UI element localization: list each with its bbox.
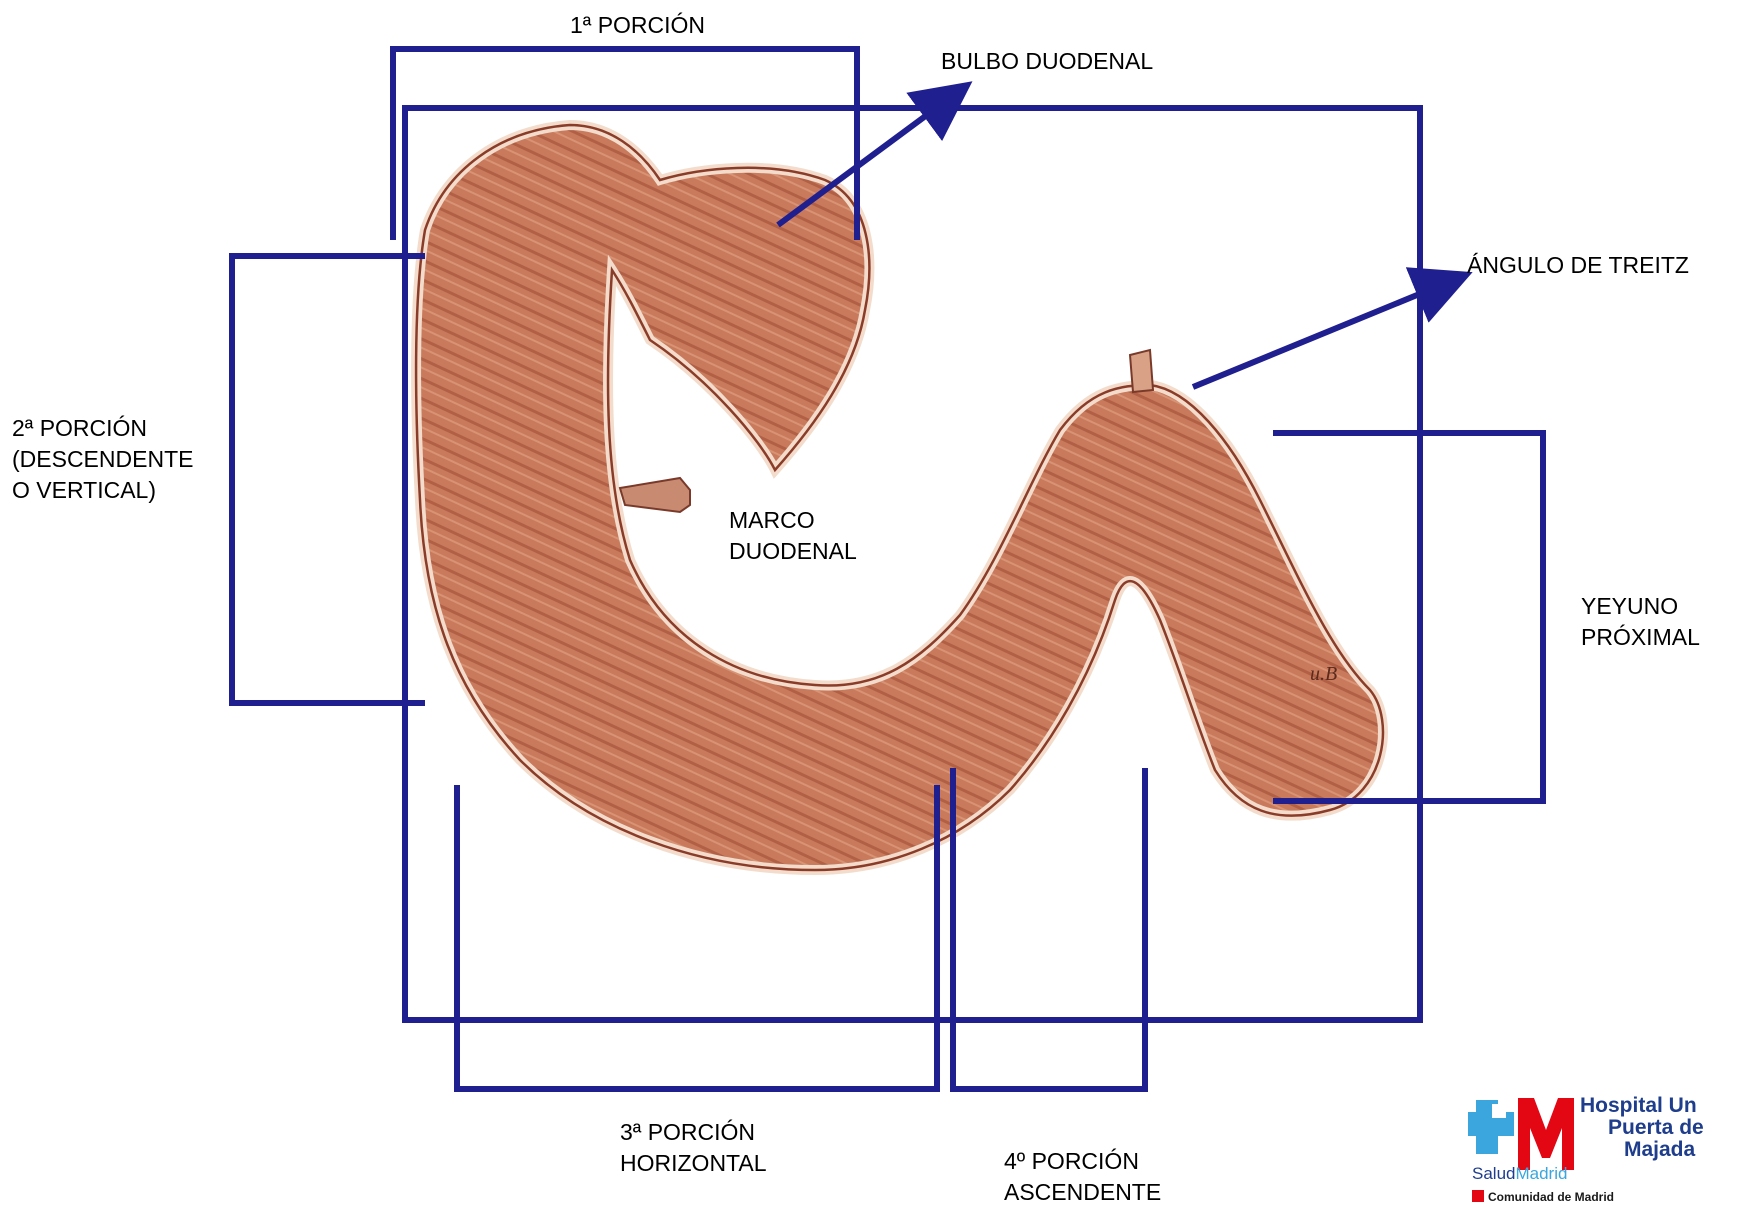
logo-hospital-line3: Majada [1624,1138,1695,1162]
bracket-porcion2 [232,256,425,703]
label-porcion2-line3: O VERTICAL) [12,475,193,506]
label-bulbo-duodenal: BULBO DUODENAL [941,46,1153,77]
label-porcion2: 2ª PORCIÓN (DESCENDENTE O VERTICAL) [12,413,193,506]
label-yeyuno-line2: PRÓXIMAL [1581,622,1700,653]
logo-hospital-line2: Puerta de [1608,1116,1704,1140]
label-angulo-treitz: ÁNGULO DE TREITZ [1467,250,1689,281]
logo-saludmadrid: SaludMadrid [1472,1164,1567,1184]
logo-madrid: Madrid [1515,1164,1567,1183]
label-porcion2-line1: 2ª PORCIÓN [12,413,193,444]
label-yeyuno-line1: YEYUNO [1581,591,1700,622]
label-porcion3: 3ª PORCIÓN HORIZONTAL [620,1117,767,1179]
hospital-logo: Hospital Un Puerta de Majada SaludMadrid… [1468,1092,1742,1208]
label-porcion1: 1ª PORCIÓN [570,10,705,41]
arrow-treitz [1193,279,1456,387]
logo-salud: Salud [1472,1164,1515,1183]
treitz-ligament [1130,350,1153,392]
label-porcion2-line2: (DESCENDENTE [12,444,193,475]
pancreatic-duct [620,478,690,512]
label-porcion3-line1: 3ª PORCIÓN [620,1117,767,1148]
label-porcion4-line2: ASCENDENTE [1004,1177,1161,1208]
intestine-body [416,125,1383,870]
label-yeyuno-proximal: YEYUNO PRÓXIMAL [1581,591,1700,653]
label-porcion4-line1: 4º PORCIÓN [1004,1146,1161,1177]
label-porcion4: 4º PORCIÓN ASCENDENTE [1004,1146,1161,1208]
label-porcion3-line2: HORIZONTAL [620,1148,767,1179]
artist-initials: u.B [1310,663,1337,685]
arrow-bulbo [778,92,958,225]
duodenum-illustration: u.B [416,125,1383,870]
label-marco-duodenal: MARCO DUODENAL [729,505,857,567]
logo-hospital-line1: Hospital Un [1580,1094,1697,1118]
label-marco-line1: MARCO [729,505,857,536]
label-marco-line2: DUODENAL [729,536,857,567]
logo-comunidad: Comunidad de Madrid [1488,1190,1614,1204]
